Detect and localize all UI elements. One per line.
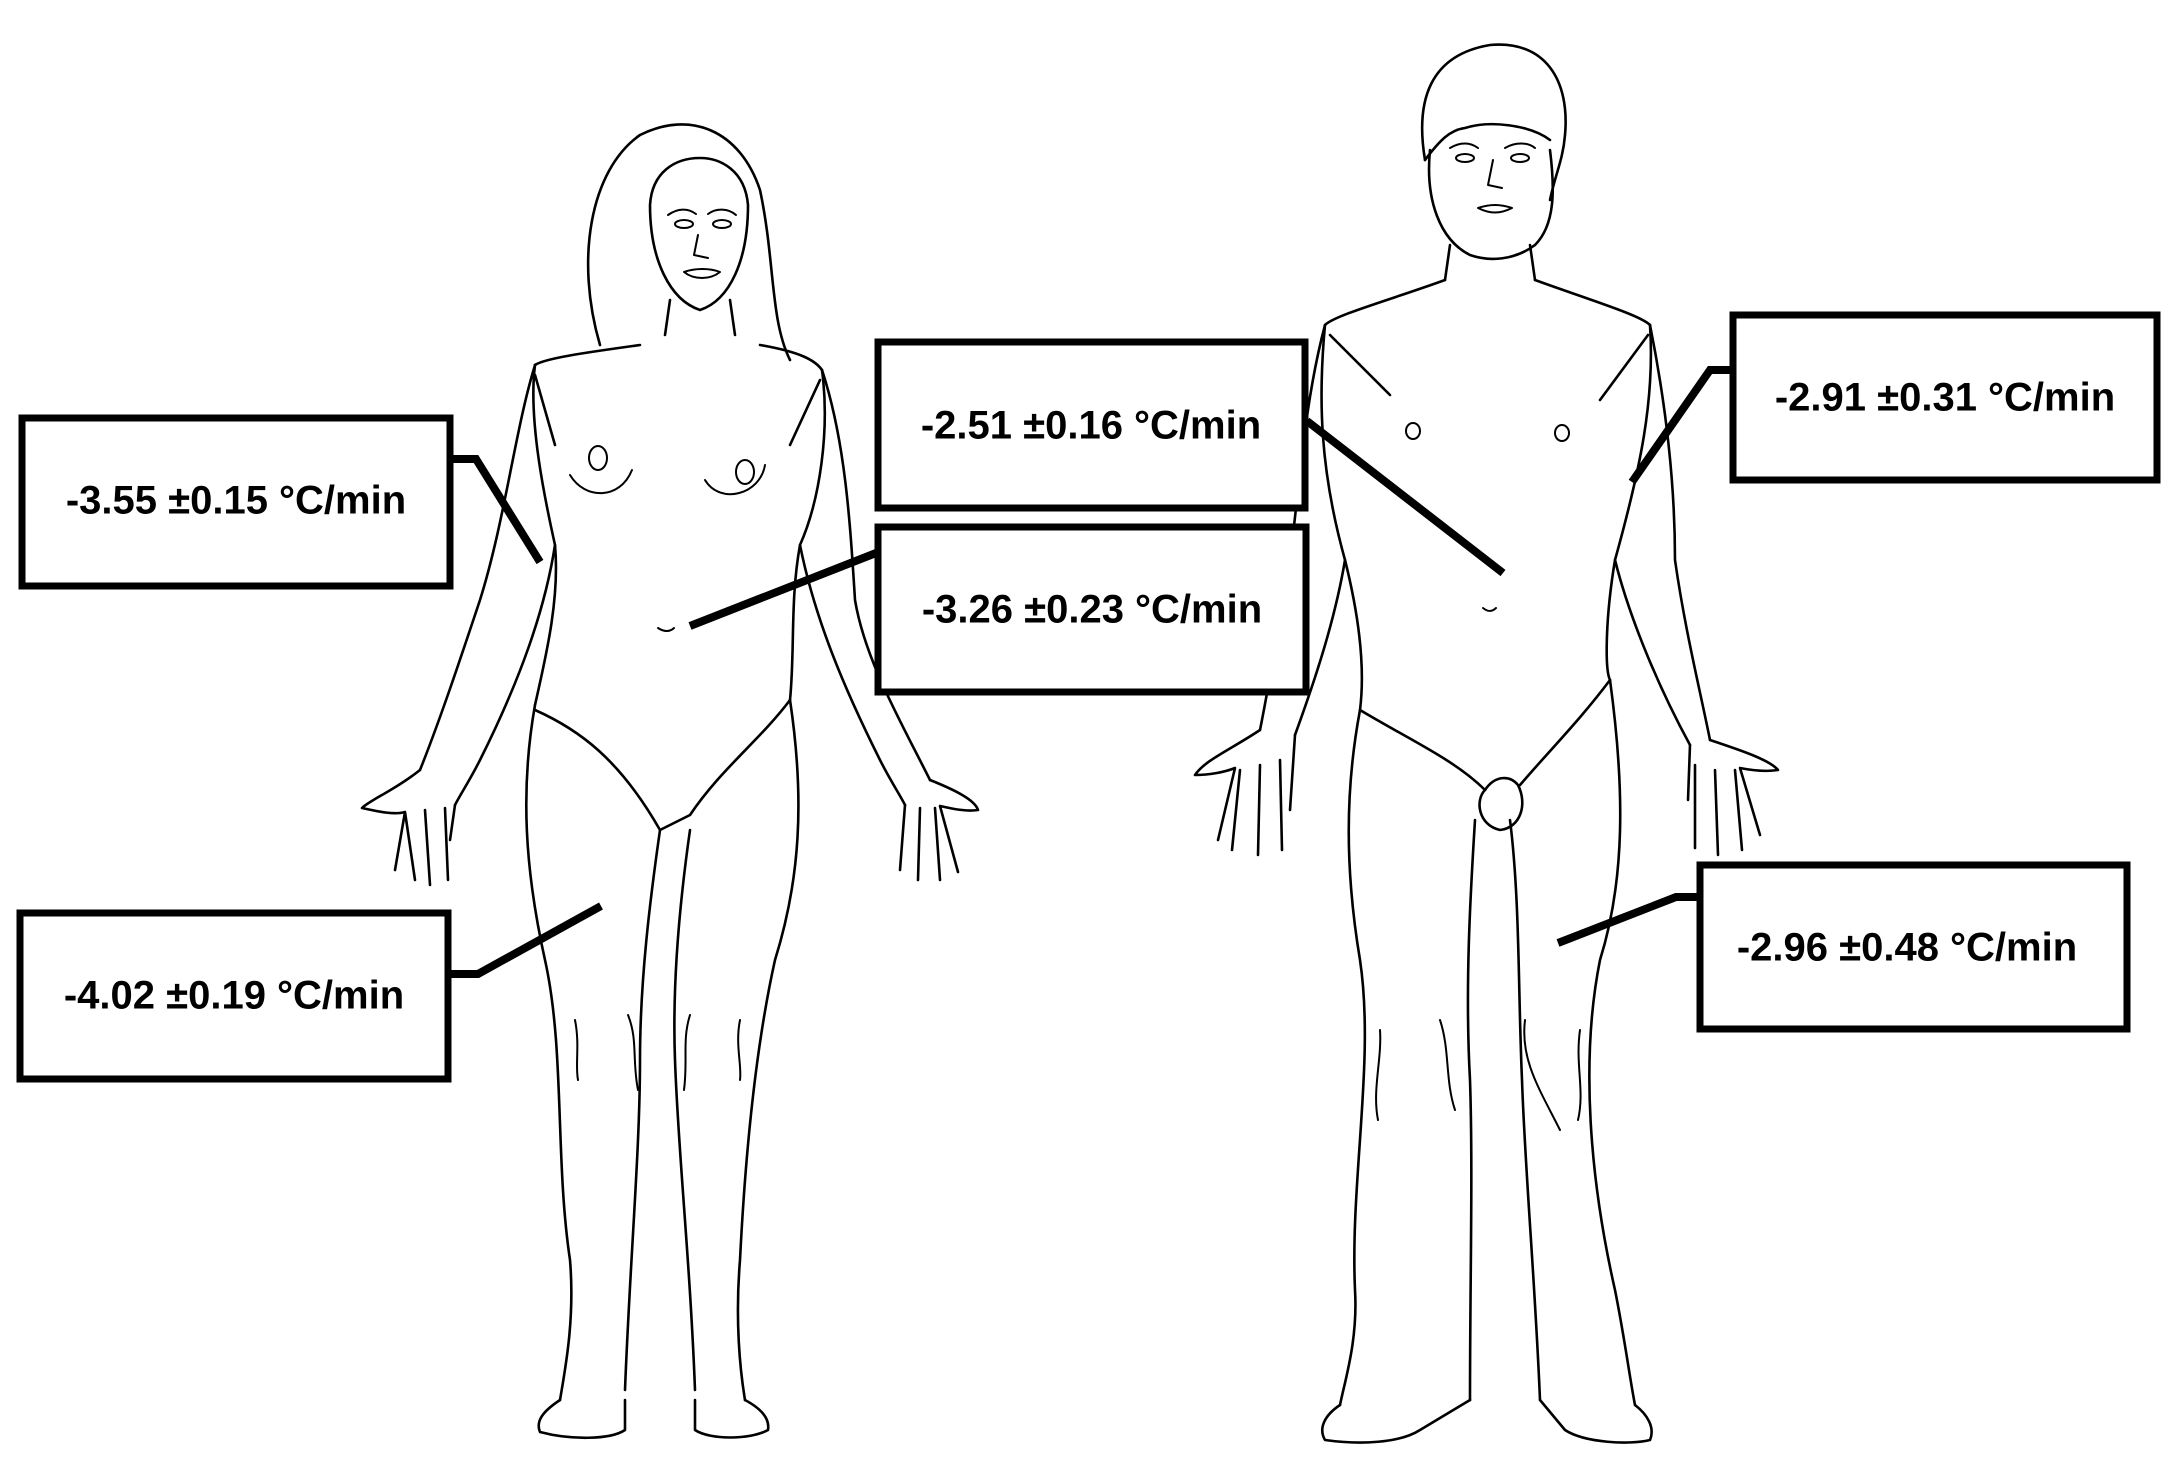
leader-male-upper-arm xyxy=(1632,370,1733,482)
leader-male-abdomen xyxy=(1307,421,1503,573)
leader-female-abdomen xyxy=(690,553,876,626)
label-text: -3.55 ±0.15 °C/min xyxy=(66,479,406,523)
label-text: -2.91 ±0.31 °C/min xyxy=(1775,376,2115,420)
label-female-abdomen: -3.26 ±0.23 °C/min xyxy=(878,527,1306,692)
label-female-upper-arm: -3.55 ±0.15 °C/min xyxy=(22,418,450,586)
label-male-abdomen: -2.51 ±0.16 °C/min xyxy=(878,342,1305,508)
label-male-thigh: -2.96 ±0.48 °C/min xyxy=(1700,865,2127,1029)
label-text: -2.51 ±0.16 °C/min xyxy=(921,404,1261,448)
label-male-upper-arm: -2.91 ±0.31 °C/min xyxy=(1733,315,2157,480)
label-text: -2.96 ±0.48 °C/min xyxy=(1737,926,2077,970)
label-text: -4.02 ±0.19 °C/min xyxy=(64,974,404,1018)
label-text: -3.26 ±0.23 °C/min xyxy=(922,588,1262,632)
female-figure xyxy=(362,124,978,1437)
leader-male-thigh xyxy=(1558,897,1698,943)
male-figure xyxy=(1195,45,1778,1443)
leader-female-thigh xyxy=(450,906,601,974)
label-female-thigh: -4.02 ±0.19 °C/min xyxy=(20,913,448,1079)
